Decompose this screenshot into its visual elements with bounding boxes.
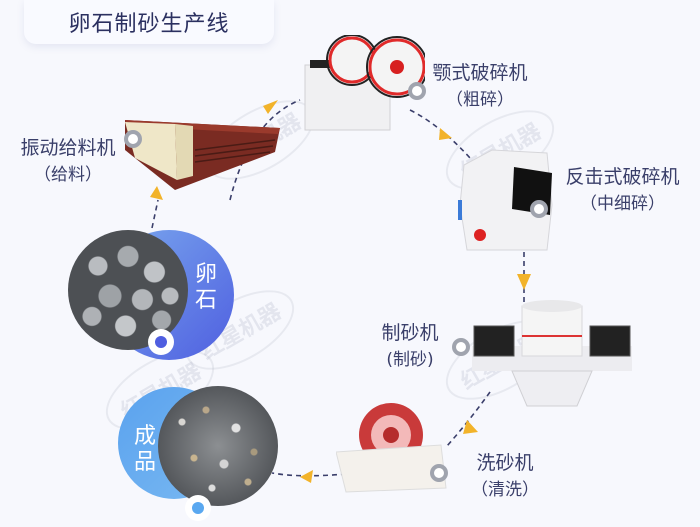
- product-sand-photo: [158, 386, 278, 506]
- sand-maker-image: [472, 300, 632, 407]
- flow-line-pebbles-to-feeder: [151, 199, 159, 229]
- vibrating-feeder-image: [125, 120, 280, 190]
- label-vibrating-feeder: 振动给料机 （给料）: [20, 137, 116, 185]
- arrow-icon: [150, 186, 163, 200]
- pebbles-label: 卵石: [194, 262, 217, 313]
- page-title: 卵石制砂生产线: [68, 12, 230, 37]
- arrow-icon: [463, 420, 478, 434]
- label-jaw-crusher: 颚式破碎机 （粗碎）: [432, 62, 528, 110]
- feeder-marker: [124, 130, 142, 148]
- pebbles-photo: [68, 230, 188, 350]
- arrow-icon: [439, 128, 452, 140]
- label-impact-crusher: 反击式破碎机 （中细碎）: [565, 166, 680, 214]
- arrow-icon: [517, 274, 531, 290]
- jaw-crusher-marker: [408, 82, 426, 100]
- arrow-icon: [263, 100, 278, 114]
- label-sand-washer: 洗砂机 （清洗）: [471, 452, 539, 500]
- jaw-crusher-image: [304, 35, 425, 131]
- arrow-icon: [300, 470, 313, 483]
- impact-crusher-marker: [530, 200, 548, 218]
- label-sand-maker: 制砂机 (制砂): [381, 322, 439, 370]
- product-marker: [185, 495, 211, 521]
- sand-maker-marker: [452, 338, 470, 356]
- product-label: 成品: [133, 424, 156, 475]
- pebbles-marker: [148, 329, 174, 355]
- title-card: 卵石制砂生产线: [24, 0, 274, 44]
- sand-washer-marker: [430, 464, 448, 482]
- sand-washer-image: [336, 403, 447, 493]
